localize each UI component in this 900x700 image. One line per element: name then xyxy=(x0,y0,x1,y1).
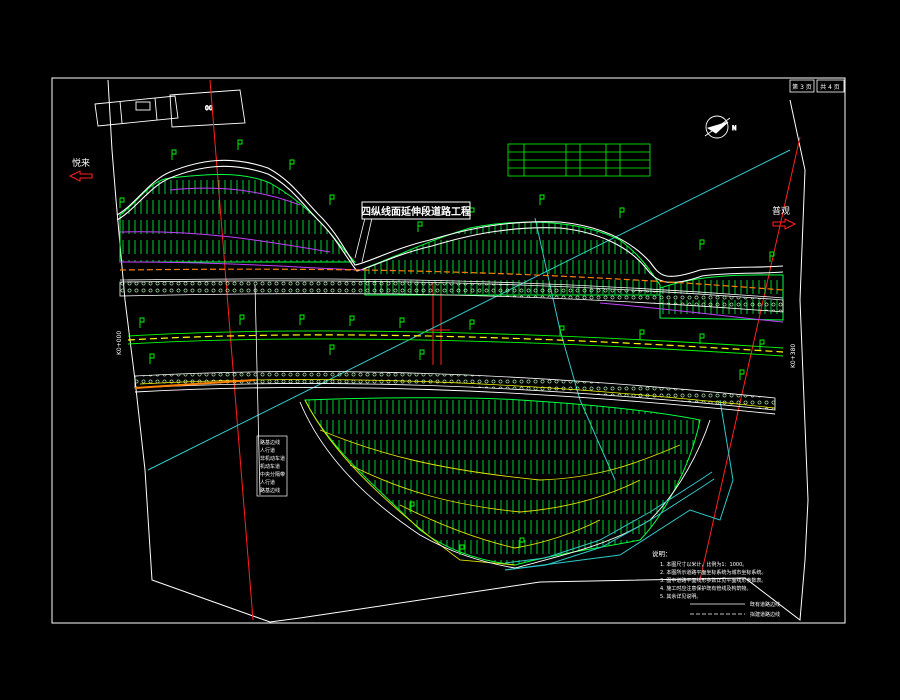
magenta-lines xyxy=(119,187,784,323)
station-flag xyxy=(759,339,765,350)
station-flag xyxy=(559,325,565,336)
section-legend-item: 机动车道 xyxy=(260,463,280,470)
station-flag xyxy=(289,159,295,170)
note-line: 4. 施工时应注意保护既有管线及构筑物。 xyxy=(660,585,751,592)
curve-table xyxy=(507,143,651,177)
station-flag xyxy=(619,207,625,218)
station-flag xyxy=(239,314,245,325)
red-reference-lines xyxy=(209,79,801,621)
retaining-wall xyxy=(504,471,715,571)
section-legend: 路基边线 人行道 非机动车道 机动车道 中央分隔带 人行道 路基边线 xyxy=(256,435,288,497)
station-flag xyxy=(419,349,425,360)
station-flag xyxy=(539,194,545,205)
svg-text:N: N xyxy=(732,125,737,132)
direction-right: 普观 xyxy=(772,205,797,230)
note-line: 2. 本图所示道路平面坐标系统为城市坐标系统。 xyxy=(660,569,766,576)
side-label-left: K0+000 xyxy=(116,331,123,355)
station-flag xyxy=(149,353,155,364)
north-arrow-icon: N xyxy=(704,115,737,139)
station-flag xyxy=(699,239,705,250)
arrow-right-icon xyxy=(772,218,797,230)
station-flag xyxy=(409,501,415,512)
side-label-right: K0+380 xyxy=(790,344,797,368)
road-band-middle xyxy=(127,330,784,357)
note-line: 3. 图中道路平面线形参数详见平面线形参数表。 xyxy=(660,577,766,584)
section-guide-line xyxy=(254,284,261,496)
section-legend-item: 路基边线 xyxy=(260,439,280,446)
site-boundary xyxy=(107,79,809,623)
arrow-left-icon xyxy=(68,170,93,182)
project-title: 四纵线面延伸段道路工程 xyxy=(361,205,471,218)
station-flag xyxy=(639,329,645,340)
drawing-frame xyxy=(51,77,846,624)
lower-fill xyxy=(304,397,701,566)
station-flag xyxy=(119,197,125,208)
station-flag xyxy=(459,544,465,555)
notes-legend-item: 拟建道路边线 xyxy=(750,611,780,618)
station-flag xyxy=(417,221,423,232)
notes-legend-item: 既有道路边线 xyxy=(750,601,780,608)
station-flag xyxy=(349,315,355,326)
svg-text:00: 00 xyxy=(205,105,213,112)
direction-left-label: 悦来 xyxy=(72,157,90,169)
direction-left: 悦来 xyxy=(68,157,93,182)
note-line: 1. 本图尺寸以米计，比例为1：1000。 xyxy=(660,561,747,568)
station-flag xyxy=(699,333,705,344)
station-flag xyxy=(519,537,525,548)
station-flag xyxy=(237,139,243,150)
road-band-upper xyxy=(119,268,784,313)
station-flag xyxy=(329,344,335,355)
station-flag xyxy=(139,317,145,328)
station-flag xyxy=(171,149,177,160)
station-flag xyxy=(399,317,405,328)
station-flag xyxy=(739,369,745,380)
notes-heading: 说明： xyxy=(652,549,672,558)
page-number: 第 3 页 xyxy=(792,83,812,91)
section-legend-item: 非机动车道 xyxy=(260,455,285,462)
page-total: 共 4 页 xyxy=(820,83,840,91)
station-flag xyxy=(469,319,475,330)
note-line: 5. 其余详见说明。 xyxy=(660,593,701,600)
section-legend-item: 人行道 xyxy=(260,479,275,486)
station-flag xyxy=(329,194,335,205)
direction-right-label: 普观 xyxy=(772,205,790,217)
station-flag xyxy=(299,314,305,325)
section-legend-item: 中央分隔带 xyxy=(260,471,285,478)
sheet-header: 第 3 页 共 4 页 xyxy=(789,79,845,93)
station-markers xyxy=(119,139,775,555)
upper-fill-right xyxy=(364,221,661,296)
notes-block: 说明： 1. 本图尺寸以米计，比例为1：1000。 2. 本图所示道路平面坐标系… xyxy=(652,549,780,618)
section-legend-item: 人行道 xyxy=(260,447,275,454)
building-outlines: 00 xyxy=(94,89,246,128)
title-callout: 四纵线面延伸段道路工程 xyxy=(354,201,471,263)
lower-fill-outlines xyxy=(304,399,681,566)
section-legend-item: 路基边线 xyxy=(260,487,280,494)
lower-boundary-white xyxy=(299,401,711,569)
road-band-lower xyxy=(134,371,776,415)
station-flag xyxy=(769,251,775,262)
